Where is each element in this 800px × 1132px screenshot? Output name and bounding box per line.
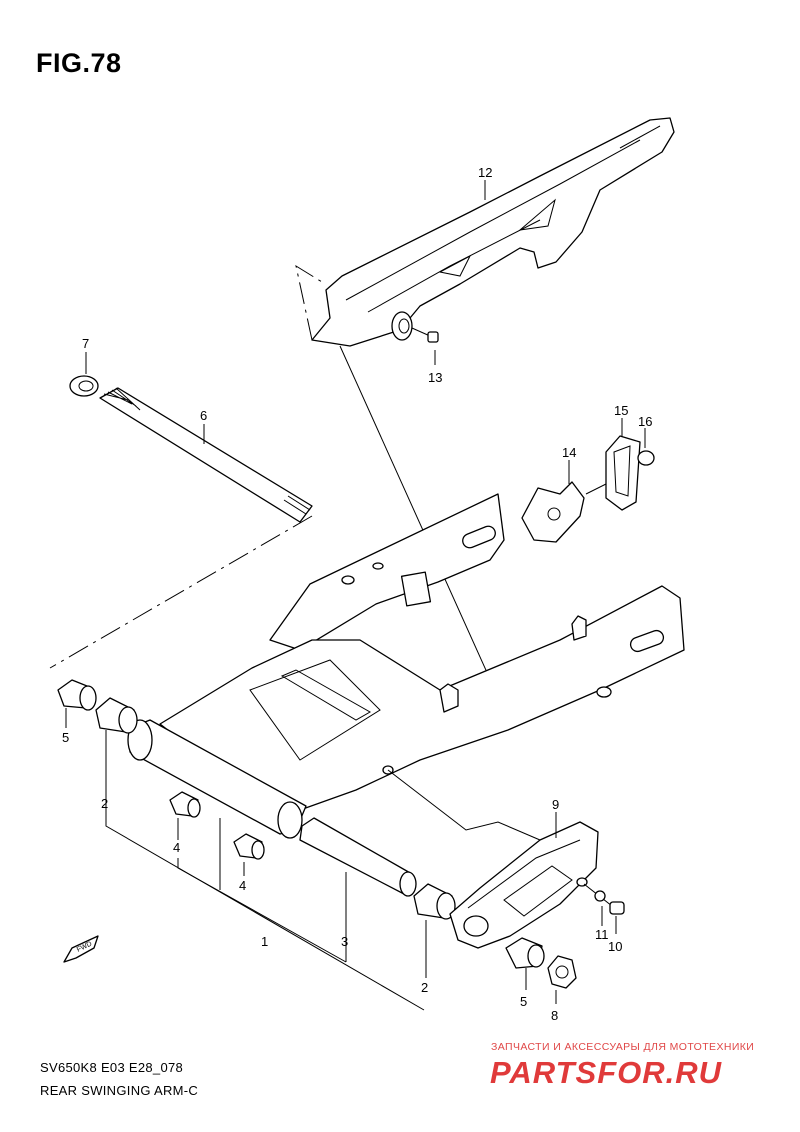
callout-10: 10 [608, 939, 622, 954]
callout-2-right: 2 [421, 980, 428, 995]
pivot-shaft-6[interactable] [49, 387, 313, 669]
caption-model: SV650K8 E03 E28_078 [40, 1060, 184, 1075]
callout-16: 16 [638, 414, 652, 429]
leader-lines [65, 180, 646, 1011]
hose-bracket-14[interactable] [521, 481, 611, 543]
callout-8: 8 [551, 1008, 558, 1023]
callout-15: 15 [614, 403, 628, 418]
callout-11: 11 [595, 927, 609, 942]
nut-8[interactable] [547, 955, 577, 989]
callout-3: 3 [341, 934, 348, 949]
callouts: 12 13 7 6 15 16 14 5 2 4 4 1 3 2 9 11 10… [62, 165, 652, 1023]
bushing-5-right[interactable] [505, 937, 545, 969]
bearing-2-right[interactable] [413, 883, 456, 920]
chain-case-9[interactable] [387, 769, 599, 949]
callout-13: 13 [428, 370, 442, 385]
figure-title: FIG.78 [36, 48, 122, 78]
callout-12: 12 [478, 165, 492, 180]
callout-6: 6 [200, 408, 207, 423]
washer-11[interactable] [594, 890, 606, 902]
callout-14: 14 [562, 445, 576, 460]
pivot-spacer-3[interactable] [299, 817, 417, 897]
callout-4-lower: 4 [239, 878, 246, 893]
callout-5-left: 5 [62, 730, 69, 745]
fwd-arrow-icon: FWD [63, 935, 99, 963]
watermark-tagline: ЗАПЧАСТИ И АКСЕССУАРЫ ДЛЯ МОТОТЕХНИКИ [491, 1041, 755, 1053]
chain-guard[interactable] [295, 117, 675, 347]
callout-4-upper: 4 [173, 840, 180, 855]
swingarm[interactable] [127, 493, 685, 839]
callout-5-right: 5 [520, 994, 527, 1009]
watermark-logo: PARTSFOR.RU [490, 1055, 723, 1090]
callout-1: 1 [261, 934, 268, 949]
hose-clamp-15[interactable] [605, 435, 641, 511]
bearing-4-lower[interactable] [233, 833, 265, 860]
nut-16[interactable] [637, 450, 655, 466]
callout-9: 9 [552, 797, 559, 812]
caption-name: REAR SWINGING ARM-C [40, 1083, 199, 1098]
bushing-5-left[interactable] [57, 679, 97, 711]
pivot-nut-7[interactable] [69, 375, 99, 397]
bearing-4-upper[interactable] [169, 791, 201, 818]
callout-2-left: 2 [101, 796, 108, 811]
bearing-2-left[interactable] [95, 697, 138, 734]
bolt-13[interactable] [411, 327, 439, 343]
callout-7: 7 [82, 336, 89, 351]
